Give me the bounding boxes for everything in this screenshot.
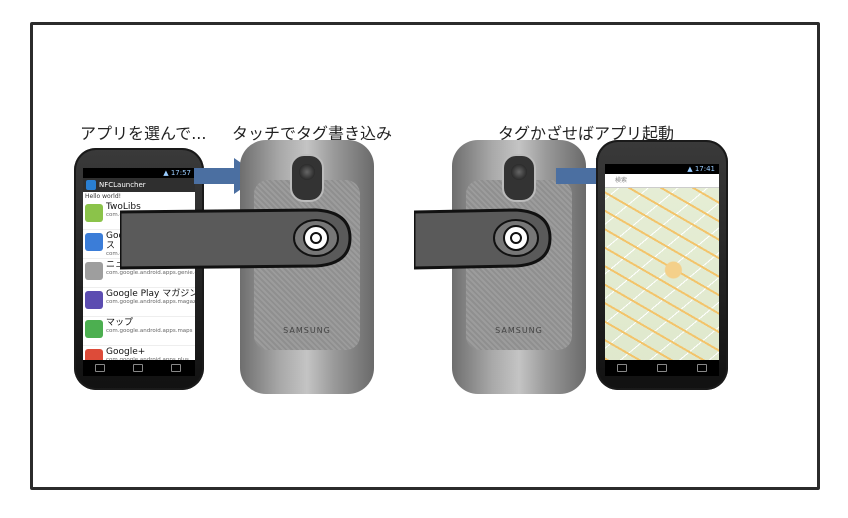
hello-text: Hello world!: [85, 193, 122, 200]
app-package: com.google.android.apps.maps: [106, 328, 193, 334]
home-icon[interactable]: [657, 364, 667, 372]
app-icon: [85, 262, 103, 280]
search-placeholder: 検索: [615, 177, 628, 184]
home-icon[interactable]: [133, 364, 143, 372]
app-name: Google Play マガジン: [106, 289, 195, 299]
recents-icon[interactable]: [171, 364, 181, 372]
app-title: NFCLauncher: [99, 181, 146, 189]
phone4-screen: ▲ 17:41 検索: [605, 164, 719, 376]
back-icon[interactable]: [617, 364, 627, 372]
nav-bar: [83, 360, 195, 376]
phone-front-maps: ▲ 17:41 検索: [596, 140, 728, 390]
app-name: Google+: [106, 347, 146, 357]
nfc-tag-hand: [120, 208, 352, 270]
app-package: com.google.android.apps.genie.geniewidge…: [106, 270, 195, 276]
phone-back-writing: SAMSUNG: [240, 140, 374, 394]
brand-logo: SAMSUNG: [283, 326, 331, 335]
recents-icon[interactable]: [697, 364, 707, 372]
app-icon: [85, 233, 103, 251]
caption-step2: タッチでタグ書き込み: [232, 124, 393, 143]
app-name: マップ: [106, 318, 134, 328]
map-view[interactable]: [605, 164, 719, 376]
map-search-bar[interactable]: 検索: [605, 174, 719, 188]
app-launcher-icon: [86, 180, 96, 190]
app-name: TwoLibs: [106, 202, 141, 212]
app-icon: [85, 320, 103, 338]
status-bar: ▲ 17:41: [605, 164, 719, 174]
nav-bar: [605, 360, 719, 376]
status-bar: ▲ 17:57: [83, 168, 195, 178]
app-icon: [85, 291, 103, 309]
caption-step1: アプリを選んで...: [80, 124, 207, 143]
app-package: com.google.android.apps.magazines: [106, 299, 195, 305]
brand-logo: SAMSUNG: [495, 326, 543, 335]
camera-icon: [502, 154, 536, 202]
app-bar: NFCLauncher: [83, 178, 195, 192]
app-icon: [85, 204, 103, 222]
caption-step3: タグかざせばアプリ起動: [498, 124, 675, 143]
back-icon[interactable]: [95, 364, 105, 372]
nfc-tag-hand: [414, 208, 552, 270]
camera-icon: [290, 154, 324, 202]
